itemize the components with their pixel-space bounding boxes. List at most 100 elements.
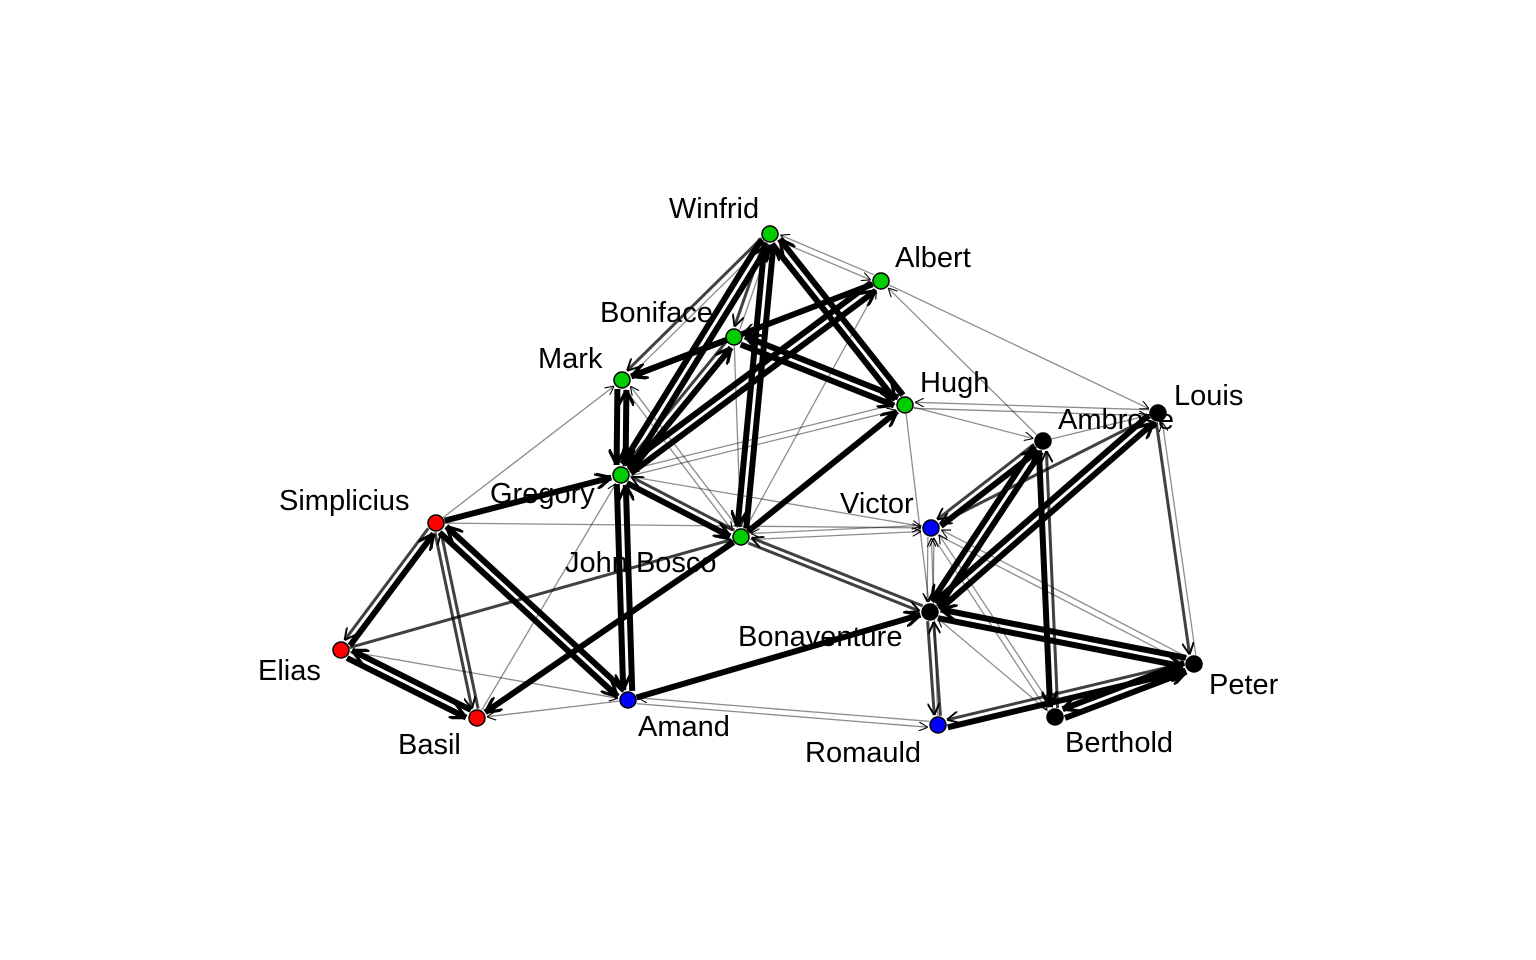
- edge-simplicius-to-victor: [444, 522, 921, 528]
- node-romauld: [929, 716, 947, 734]
- edge-berthold-to-ambrose: [1046, 451, 1060, 708]
- nodes: [332, 225, 1203, 734]
- edge-peter-to-victor: [941, 529, 1188, 658]
- node-label-winfrid: Winfrid: [669, 193, 759, 225]
- edge-elias-to-simplicius: [347, 534, 437, 648]
- edge-victor-to-peter: [937, 534, 1184, 663]
- edge-basil-to-elias: [352, 647, 473, 713]
- node-label-elias: Elias: [258, 655, 321, 687]
- edge-louis-to-peter: [1154, 422, 1189, 654]
- edge-simplicius-to-mark: [442, 386, 614, 519]
- edge-amand-to-bonaventure: [635, 615, 921, 701]
- edge-john-bosco-to-gregory: [631, 475, 736, 532]
- edge-gregory-to-boniface: [627, 348, 734, 473]
- node-label-john-bosco: John Bosco: [565, 547, 717, 579]
- edge-gregory-to-albert: [629, 288, 876, 476]
- edge-berthold-to-bonaventure: [938, 618, 1049, 712]
- node-peter: [1185, 655, 1203, 673]
- edge-boniface-to-hugh: [739, 341, 894, 406]
- edge-john-bosco-to-bonaventure: [747, 541, 919, 611]
- node-label-peter: Peter: [1209, 669, 1279, 701]
- node-elias: [332, 641, 350, 659]
- edge-ambrose-to-victor: [937, 443, 1036, 519]
- edge-gregory-to-amand: [613, 484, 623, 690]
- node-label-hugh: Hugh: [920, 367, 989, 399]
- node-simplicius: [427, 514, 445, 532]
- edge-albert-to-louis: [888, 284, 1149, 409]
- node-label-boniface: Boniface: [600, 297, 713, 329]
- edge-hugh-to-boniface: [745, 337, 900, 401]
- edge-amand-to-simplicius: [446, 527, 627, 693]
- edge-peter-to-bonaventure: [941, 610, 1187, 661]
- edge-hugh-to-gregory: [630, 403, 896, 470]
- edge-ambrose-to-albert: [888, 288, 1038, 436]
- edge-hugh-to-bonaventure: [905, 413, 929, 602]
- node-bonaventure: [921, 603, 939, 621]
- edge-amand-to-romauld: [636, 703, 928, 728]
- node-label-basil: Basil: [398, 729, 461, 761]
- edge-basil-to-simplicius: [441, 532, 480, 709]
- edge-gregory-to-mark: [626, 390, 627, 467]
- edge-amand-to-gregory: [626, 485, 636, 691]
- edge-berthold-to-peter: [1063, 672, 1186, 721]
- edge-simplicius-to-gregory: [443, 478, 612, 524]
- node-victor: [922, 519, 940, 537]
- node-john-bosco: [732, 528, 750, 546]
- node-label-gregory: Gregory: [490, 478, 595, 510]
- edge-amand-to-basil: [487, 700, 620, 717]
- edge-elias-to-amand: [349, 650, 618, 699]
- edge-simplicius-to-basil: [433, 532, 472, 708]
- edge-bonaventure-to-ambrose: [936, 452, 1044, 609]
- node-label-berthold: Berthold: [1065, 727, 1173, 759]
- edge-john-bosco-to-hugh: [746, 408, 897, 534]
- edge-hugh-to-louis: [913, 407, 1148, 415]
- edge-romauld-to-bonaventure: [934, 622, 942, 716]
- node-label-victor: Victor: [840, 488, 914, 520]
- node-mark: [613, 371, 631, 389]
- edge-albert-to-gregory: [626, 280, 873, 468]
- edge-winfrid-to-mark: [627, 237, 763, 371]
- node-boniface: [725, 328, 743, 346]
- edge-boniface-to-mark: [631, 337, 727, 376]
- node-label-romauld: Romauld: [805, 737, 921, 769]
- edge-gregory-to-hugh: [630, 410, 897, 477]
- edge-victor-to-bonaventure: [927, 536, 928, 602]
- node-labels: WinfridAlbertBonifaceMarkHughGregoryJohn…: [258, 193, 1279, 769]
- node-gregory: [612, 466, 630, 484]
- edge-gregory-to-winfrid: [627, 245, 772, 472]
- edge-john-bosco-to-winfrid: [743, 244, 773, 529]
- edge-john-bosco-to-basil: [485, 539, 736, 715]
- edge-mark-to-john-bosco: [624, 388, 733, 531]
- edge-peter-to-berthold: [1063, 660, 1186, 709]
- node-basil: [468, 709, 486, 727]
- edge-john-bosco-to-victor: [750, 532, 921, 541]
- edge-peter-to-louis: [1162, 423, 1197, 655]
- edge-romauld-to-amand: [638, 698, 930, 722]
- node-label-louis: Louis: [1174, 380, 1243, 412]
- node-albert: [872, 272, 890, 290]
- node-label-ambrose: Ambrose: [1058, 404, 1174, 436]
- edge-peter-to-romauld: [947, 661, 1185, 720]
- edge-basil-to-gregory: [481, 484, 616, 711]
- edge-bonaventure-to-peter: [937, 615, 1183, 666]
- node-label-simplicius: Simplicius: [279, 485, 410, 517]
- edge-simplicius-to-amand: [437, 530, 618, 696]
- edge-bonaventure-to-john-bosco: [751, 538, 924, 608]
- edge-simplicius-to-elias: [345, 527, 430, 640]
- node-label-amand: Amand: [638, 711, 730, 743]
- edge-winfrid-to-albert: [776, 239, 871, 280]
- node-label-mark: Mark: [538, 343, 603, 375]
- edge-elias-to-basil: [345, 655, 466, 721]
- edge-louis-to-hugh: [915, 402, 1150, 411]
- edge-mark-to-gregory: [617, 388, 618, 465]
- edge-gregory-to-john-bosco: [625, 480, 730, 540]
- edge-elias-to-john-bosco: [349, 540, 732, 650]
- edge-louis-to-victor: [940, 415, 1151, 525]
- edge-victor-to-john-bosco: [751, 524, 922, 533]
- edge-ambrose-to-berthold: [1035, 450, 1050, 707]
- edge-hugh-to-ambrose: [913, 406, 1034, 438]
- edge-ambrose-to-bonaventure: [929, 444, 1037, 601]
- edge-bonaventure-to-romauld: [926, 621, 935, 715]
- edge-hugh-to-winfrid: [777, 239, 906, 397]
